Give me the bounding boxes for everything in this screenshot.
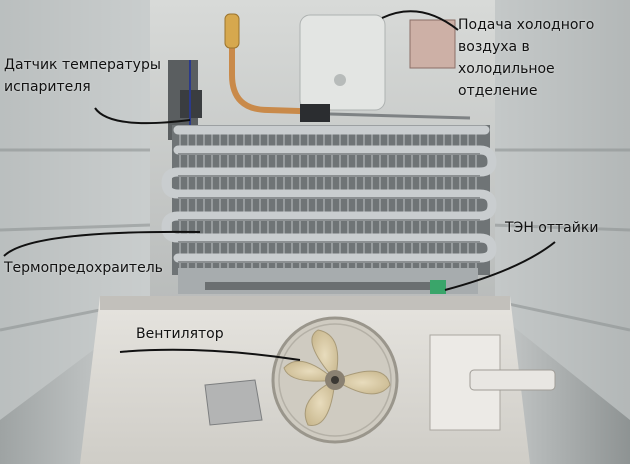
label-cold-air-supply: Подача холодного воздуха в холодильное о… xyxy=(458,17,595,99)
leader-sensor xyxy=(94,107,191,125)
label-thermal-fuse: Термопредохраитель xyxy=(4,260,163,276)
pipe-clamp xyxy=(300,104,330,122)
leader-cold-air xyxy=(381,10,459,31)
leader-fan xyxy=(119,348,301,361)
leader-heater xyxy=(444,241,556,291)
fan-axle xyxy=(331,376,339,384)
cold-air-vent xyxy=(409,19,456,69)
suction-line xyxy=(329,112,471,120)
green-clip-icon xyxy=(430,280,446,294)
defrost-heater-tube xyxy=(205,282,440,290)
cover-edge xyxy=(100,296,510,310)
evaporator-coil-icon xyxy=(161,125,497,263)
label-evaporator-sensor: Датчик температуры испарителя xyxy=(4,57,161,95)
label-fan: Вентилятор xyxy=(136,326,224,342)
leader-lines xyxy=(3,10,556,361)
copper-pipe-icon xyxy=(229,40,331,115)
label-defrost-heater: ТЭН оттайки xyxy=(505,220,599,236)
molded-recess xyxy=(299,14,386,111)
foil-tape xyxy=(204,379,263,426)
fan-grille xyxy=(278,323,392,437)
leader-fuse xyxy=(3,230,201,257)
copper-pipe-end xyxy=(224,13,240,49)
right-shelf-ribs xyxy=(489,148,630,332)
coil-shadow xyxy=(178,153,480,263)
fan-icon xyxy=(283,329,391,426)
latch-tab xyxy=(469,369,556,391)
screw-hole xyxy=(334,74,346,86)
right-wall xyxy=(480,0,630,420)
